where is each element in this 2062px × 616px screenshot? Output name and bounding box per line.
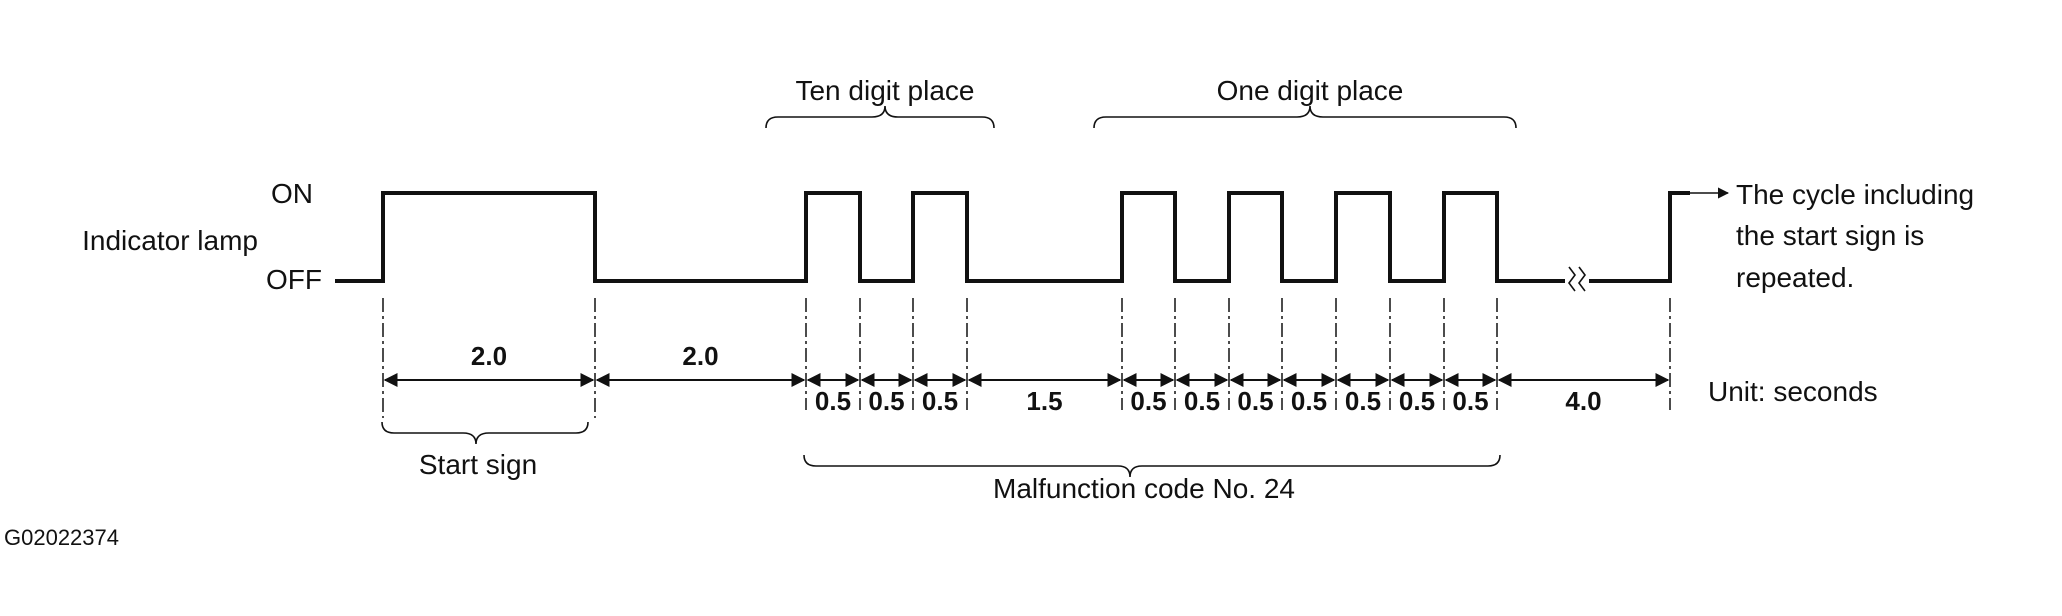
duration-label: 0.5 <box>922 386 958 416</box>
duration-label: 0.5 <box>1184 386 1220 416</box>
off-state-label: OFF <box>266 264 322 295</box>
one-digit-brace <box>1093 105 1517 129</box>
note-line-3: repeated. <box>1736 262 1854 293</box>
duration-label: 2.0 <box>471 341 507 371</box>
duration-label: 0.5 <box>868 386 904 416</box>
signal-waveform <box>335 191 1565 283</box>
duration-label: 2.0 <box>682 341 718 371</box>
signal-waveform-tail <box>1589 191 1690 283</box>
duration-label: 0.5 <box>1130 386 1166 416</box>
note-line-2: the start sign is <box>1736 220 1924 251</box>
duration-label: 0.5 <box>1345 386 1381 416</box>
start-sign-brace <box>381 421 589 445</box>
malfunction-code-brace <box>803 454 1501 478</box>
duration-label: 0.5 <box>1452 386 1488 416</box>
unit-label: Unit: seconds <box>1708 376 1878 407</box>
time-tick-lines <box>382 298 1671 418</box>
note-line-1: The cycle including <box>1736 179 1974 210</box>
duration-label: 0.5 <box>1237 386 1273 416</box>
duration-label: 4.0 <box>1565 386 1601 416</box>
ten-digit-place-label: Ten digit place <box>795 75 974 106</box>
duration-label: 0.5 <box>1399 386 1435 416</box>
one-digit-place-label: One digit place <box>1217 75 1404 106</box>
break-mark <box>1568 266 1586 292</box>
ten-digit-brace <box>765 105 995 129</box>
duration-label: 0.5 <box>815 386 851 416</box>
malfunction-code-label: Malfunction code No. 24 <box>993 473 1295 504</box>
figure-code: G02022374 <box>4 525 119 550</box>
duration-label: 1.5 <box>1026 386 1062 416</box>
start-sign-label: Start sign <box>419 449 537 480</box>
duration-dimensions: 2.0 2.0 0.5 0.5 0.5 1.5 0.5 0.5 0.5 0.5 0.5 0.5 0.5 4… <box>383 341 1670 416</box>
indicator-lamp-label: Indicator lamp <box>82 225 258 256</box>
on-state-label: ON <box>271 178 313 209</box>
duration-label: 0.5 <box>1291 386 1327 416</box>
